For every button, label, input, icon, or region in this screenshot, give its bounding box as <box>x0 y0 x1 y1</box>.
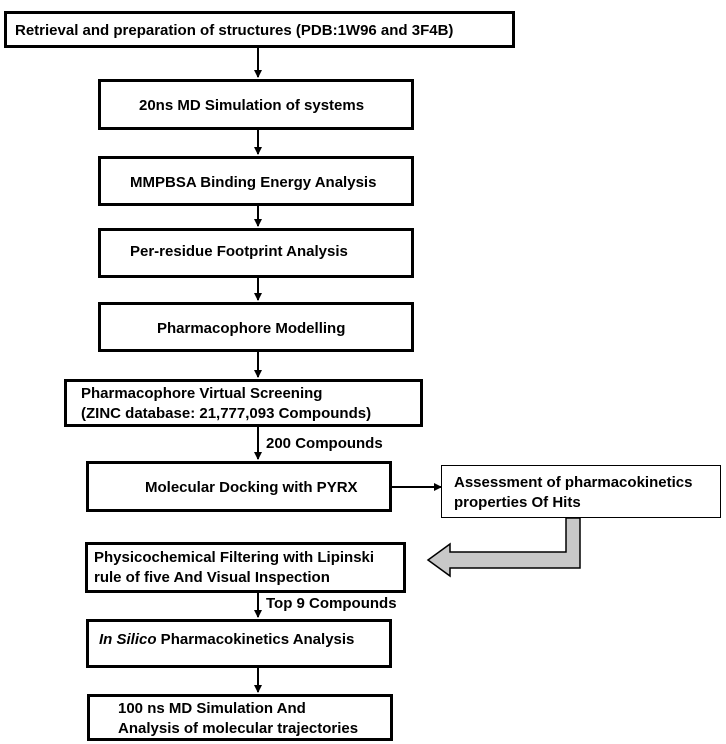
step-retrieval-preparation: Retrieval and preparation of structures … <box>4 11 515 48</box>
step-pharmacophore-modelling: Pharmacophore Modelling <box>98 302 414 352</box>
step-physicochemical-filtering: Physicochemical Filtering with Lipinski … <box>85 542 406 593</box>
side-step-pharmacokinetics-assessment: Assessment of pharmacokinetics propertie… <box>441 465 721 518</box>
step-per-residue-footprint: Per-residue Footprint Analysis <box>98 228 414 278</box>
step-mmpbsa-analysis: MMPBSA Binding Energy Analysis <box>98 156 414 206</box>
pharmacokinetics-analysis-text: Pharmacokinetics Analysis <box>156 631 355 648</box>
step-molecular-docking: Molecular Docking with PYRX <box>86 461 392 512</box>
edge-label-top-9-compounds: Top 9 Compounds <box>266 595 397 612</box>
step-pharmacophore-screening: Pharmacophore Virtual Screening (ZINC da… <box>64 379 423 427</box>
edge-label-200-compounds: 200 Compounds <box>266 435 383 452</box>
step-20ns-md-simulation: 20ns MD Simulation of systems <box>98 79 414 130</box>
feedback-arrow <box>426 517 581 578</box>
step-in-silico-pharmacokinetics: In Silico Pharmacokinetics Analysis <box>86 619 392 668</box>
step-100ns-md-simulation: 100 ns MD Simulation And Analysis of mol… <box>87 694 393 741</box>
in-silico-text: In Silico <box>99 631 157 648</box>
